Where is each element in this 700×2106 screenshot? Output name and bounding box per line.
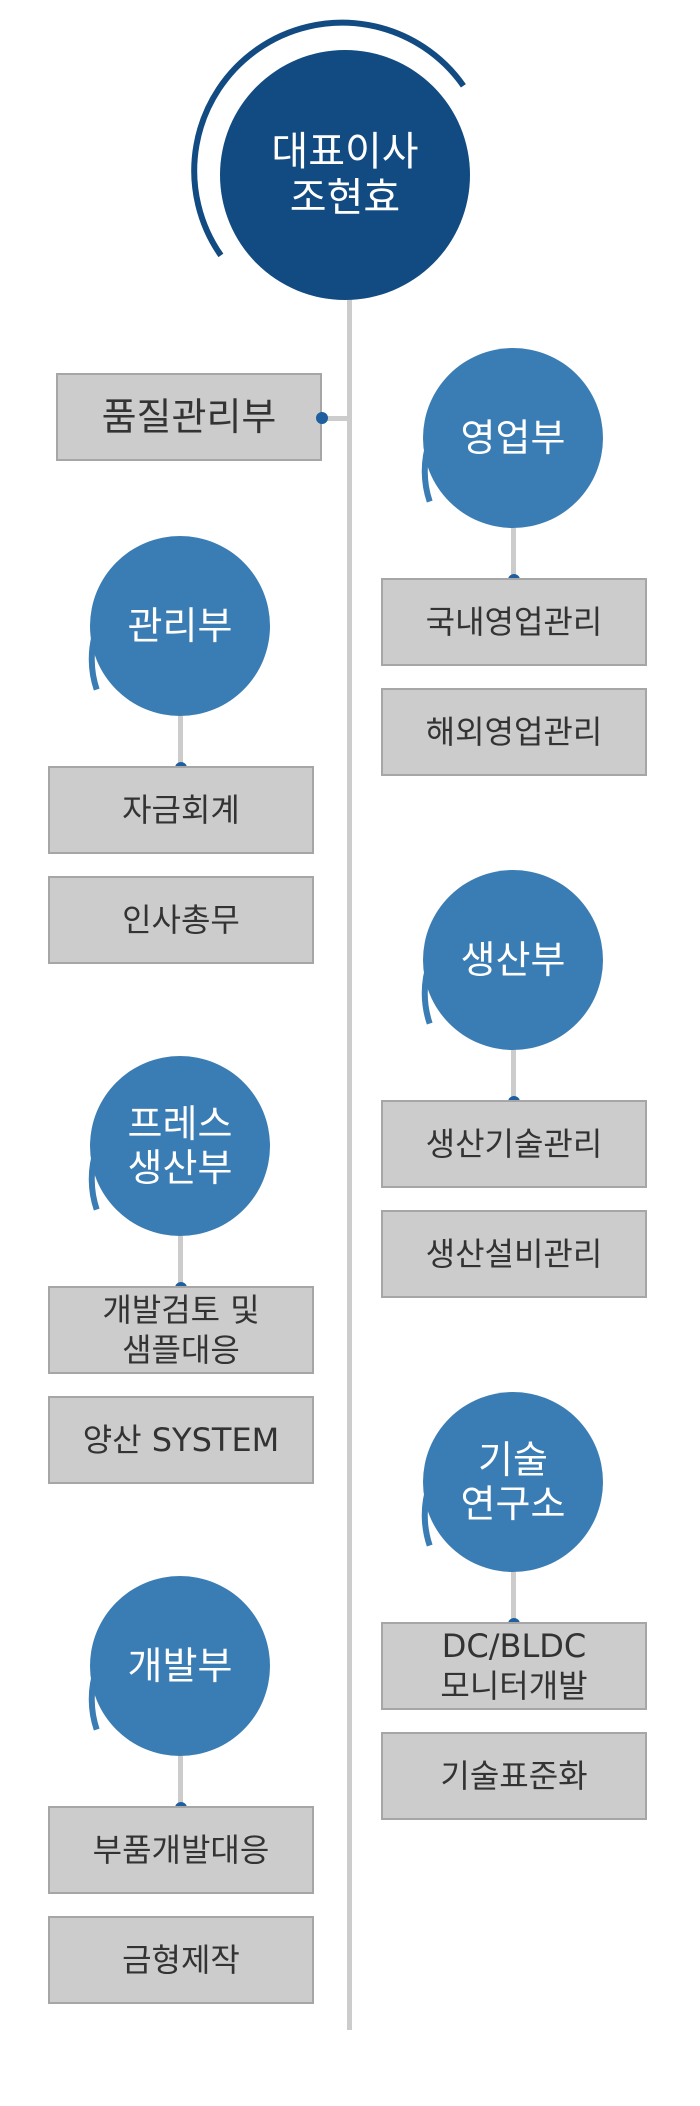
production-item-box: 생산기술관리 xyxy=(381,1100,647,1188)
rnd-connector-line xyxy=(511,1572,516,1624)
admin-dept-node: 관리부 xyxy=(90,536,270,716)
production-item-box: 생산설비관리 xyxy=(381,1210,647,1298)
sales-dept-node: 영업부 xyxy=(423,348,603,528)
dev-dept-node: 개발부 xyxy=(90,1576,270,1756)
ceo-node: 대표이사 조현효 xyxy=(220,50,470,300)
rnd-item-box: 기술표준화 xyxy=(381,1732,647,1820)
press-connector-line xyxy=(178,1236,183,1288)
main-trunk-line xyxy=(347,300,352,2030)
press-dept-node: 프레스 생산부 xyxy=(90,1056,270,1236)
sales-item-box: 해외영업관리 xyxy=(381,688,647,776)
quality-connector-dot xyxy=(316,412,328,424)
rnd-dept-node: 기술 연구소 xyxy=(423,1392,603,1572)
admin-item-box: 인사총무 xyxy=(48,876,314,964)
admin-item-box: 자금회계 xyxy=(48,766,314,854)
rnd-item-box: DC/BLDC 모니터개발 xyxy=(381,1622,647,1710)
sales-item-box: 국내영업관리 xyxy=(381,578,647,666)
production-connector-line xyxy=(511,1050,516,1102)
dev-connector-line xyxy=(178,1756,183,1808)
production-dept-node: 생산부 xyxy=(423,870,603,1050)
dev-item-box: 금형제작 xyxy=(48,1916,314,2004)
press-item-box: 개발검토 및 샘플대응 xyxy=(48,1286,314,1374)
dev-item-box: 부품개발대응 xyxy=(48,1806,314,1894)
quality-dept-box: 품질관리부 xyxy=(56,373,322,461)
admin-connector-line xyxy=(178,716,183,768)
quality-branch-line xyxy=(322,416,350,421)
sales-connector-line xyxy=(511,528,516,580)
ceo-ring-arc xyxy=(191,19,466,258)
press-item-box: 양산 SYSTEM xyxy=(48,1396,314,1484)
